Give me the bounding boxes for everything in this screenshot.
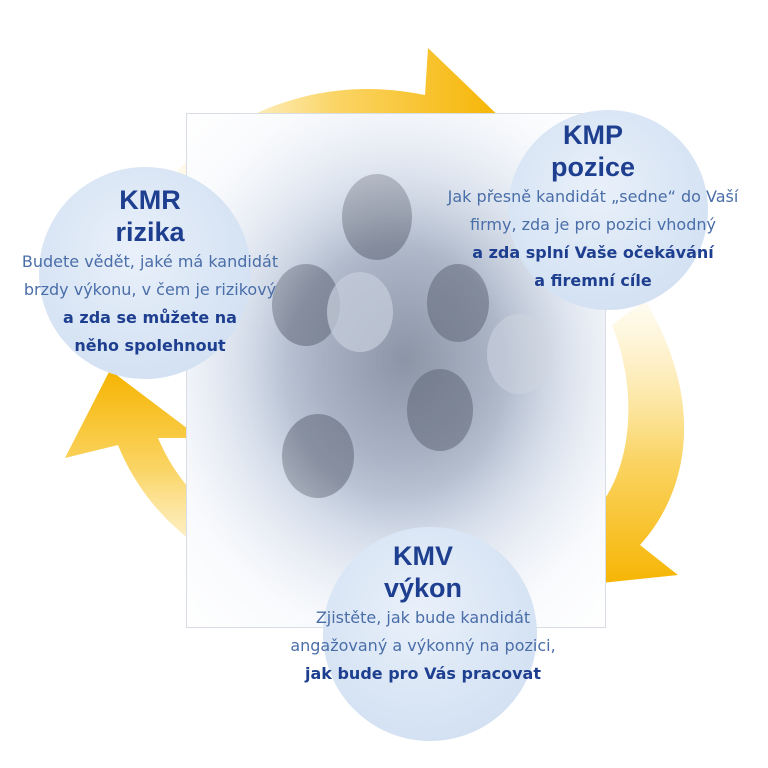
- kmr-emphasis-line: něho spolehnout: [74, 336, 226, 355]
- kmv-subtitle: výkon: [383, 573, 463, 603]
- kmp-desc-line: firmy, zda je pro pozici vhodný: [470, 215, 716, 234]
- kmr-subtitle: rizika: [115, 217, 185, 247]
- kmv-circle: [323, 527, 537, 741]
- kmv-desc-line: angažovaný a výkonný na pozici,: [290, 636, 556, 655]
- kmp-desc-line: Jak přesně kandidát „sedne“ do Vaší: [447, 187, 739, 206]
- kmv-emphasis-line: jak bude pro Vás pracovat: [304, 664, 541, 683]
- kmp-emphasis-line: a firemní cíle: [534, 271, 652, 290]
- kmr-desc-line: Budete vědět, jaké má kandidát: [21, 252, 279, 271]
- kmr-circle: [39, 167, 251, 379]
- kmp-emphasis-line: a zda splní Vaše očekávání: [472, 243, 714, 262]
- kmr-desc-line: brzdy výkonu, v čem je rizikový: [23, 280, 277, 299]
- kmp-title: KMP: [563, 120, 623, 150]
- kmv-text-block: KMV výkon Zjistěte, jak bude kandidát an…: [258, 540, 588, 688]
- kmr-title: KMR: [119, 185, 181, 215]
- kmr-emphasis-line: a zda se můžete na: [63, 308, 237, 327]
- kmv-title: KMV: [393, 541, 453, 571]
- kmp-subtitle: pozice: [550, 152, 636, 182]
- kmv-desc-line: Zjistěte, jak bude kandidát: [315, 608, 531, 627]
- kmp-circle: [508, 110, 708, 310]
- kmp-text-block: KMP pozice Jak přesně kandidát „sedne“ d…: [418, 119, 768, 295]
- kmr-text-block: KMR rizika Budete vědět, jaké má kandidá…: [0, 184, 300, 360]
